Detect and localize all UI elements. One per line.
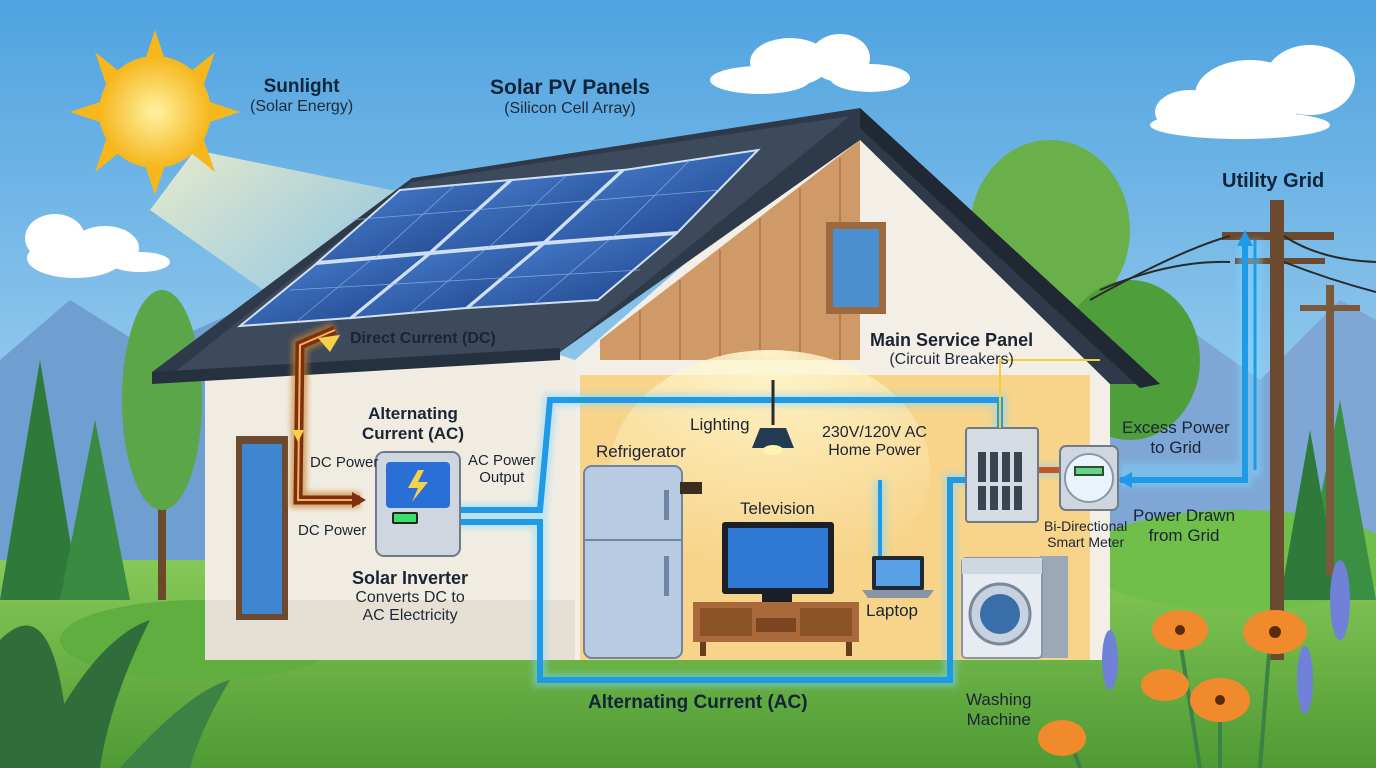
drawn-line1: Power Drawn	[1133, 506, 1236, 525]
dc-label: Direct Current (DC)	[350, 330, 496, 347]
excess-line2: to Grid	[1150, 437, 1202, 457]
sunlight-title: Sunlight	[263, 76, 340, 97]
refrigerator-label: Refrigerator	[596, 442, 686, 461]
dc-power-top-label: DC Power	[310, 454, 379, 471]
excess-power-label: Excess Power to Grid	[1122, 418, 1230, 457]
cloud-icon	[710, 34, 910, 94]
television-label: Television	[740, 499, 815, 518]
sunlight-beam	[150, 150, 440, 330]
solar-panels-subtitle: (Silicon Cell Array)	[504, 100, 636, 118]
inverter-sub-line2: AC Electricity	[362, 607, 458, 625]
dc-wire	[289, 322, 366, 508]
main-service-panel	[965, 359, 1100, 523]
television-icon	[693, 522, 859, 656]
cloud-icon	[25, 214, 170, 278]
drawn-line2: from Grid	[1148, 525, 1220, 545]
ac-title-line2: Current (AC)	[362, 423, 464, 443]
lamp-icon	[752, 380, 794, 455]
ac-output-label: AC Power Output	[468, 452, 536, 487]
sunlight-subtitle: (Solar Energy)	[250, 97, 354, 115]
laptop-icon	[862, 556, 934, 598]
meter-line1: Bi-Directional	[1044, 518, 1128, 534]
tree-left	[0, 290, 202, 600]
utility-grid-label: Utility Grid	[1222, 170, 1325, 192]
utility-pole	[1089, 200, 1376, 660]
sun-icon	[70, 30, 240, 195]
solar-panels-label: Solar PV Panels (Silicon Cell Array)	[490, 76, 650, 119]
home-power-line2: Home Power	[828, 442, 921, 460]
laptop-label: Laptop	[866, 601, 918, 620]
sunlight-label: Sunlight (Solar Energy)	[250, 76, 353, 116]
excess-line1: Excess Power	[1122, 418, 1230, 437]
meter-line2: Smart Meter	[1047, 534, 1125, 551]
inverter-label: Solar Inverter Converts DC to AC Electri…	[352, 568, 468, 625]
washing-machine-label: Washing Machine	[966, 690, 1032, 729]
washing-line2: Machine	[966, 709, 1031, 729]
ac-output-line1: AC Power	[468, 452, 536, 469]
smart-meter-label: Bi-Directional Smart Meter	[1044, 518, 1127, 550]
ac-title-label: Alternating Current (AC)	[362, 404, 464, 443]
ac-title-line1: Alternating	[368, 404, 458, 423]
cloud-icon	[1150, 45, 1355, 139]
refrigerator-icon	[583, 465, 702, 659]
lighting-label: Lighting	[690, 415, 750, 434]
flower-icon	[1038, 560, 1350, 768]
washing-machine-icon	[961, 556, 1068, 659]
power-drawn-label: Power Drawn from Grid	[1133, 506, 1235, 545]
main-panel-label: Main Service Panel (Circuit Breakers)	[870, 330, 1033, 369]
foreground-leaves	[0, 620, 230, 768]
panel-grid	[289, 159, 721, 323]
washing-line1: Washing	[966, 690, 1032, 709]
ac-bottom-label: Alternating Current (AC)	[588, 692, 808, 713]
inverter-sub-line1: Converts DC to	[355, 588, 465, 606]
main-panel-title: Main Service Panel	[870, 330, 1034, 350]
inverter-title: Solar Inverter	[352, 568, 469, 588]
solar-panels-title: Solar PV Panels	[490, 76, 650, 99]
main-panel-subtitle: (Circuit Breakers)	[889, 350, 1014, 368]
dc-power-bottom-label: DC Power	[298, 522, 367, 539]
ac-output-line2: Output	[479, 469, 525, 487]
solar-inverter	[375, 451, 461, 557]
smart-meter-icon	[1059, 445, 1119, 511]
home-power-label: 230V/120V AC Home Power	[822, 424, 927, 461]
home-power-line1: 230V/120V AC	[822, 424, 927, 441]
